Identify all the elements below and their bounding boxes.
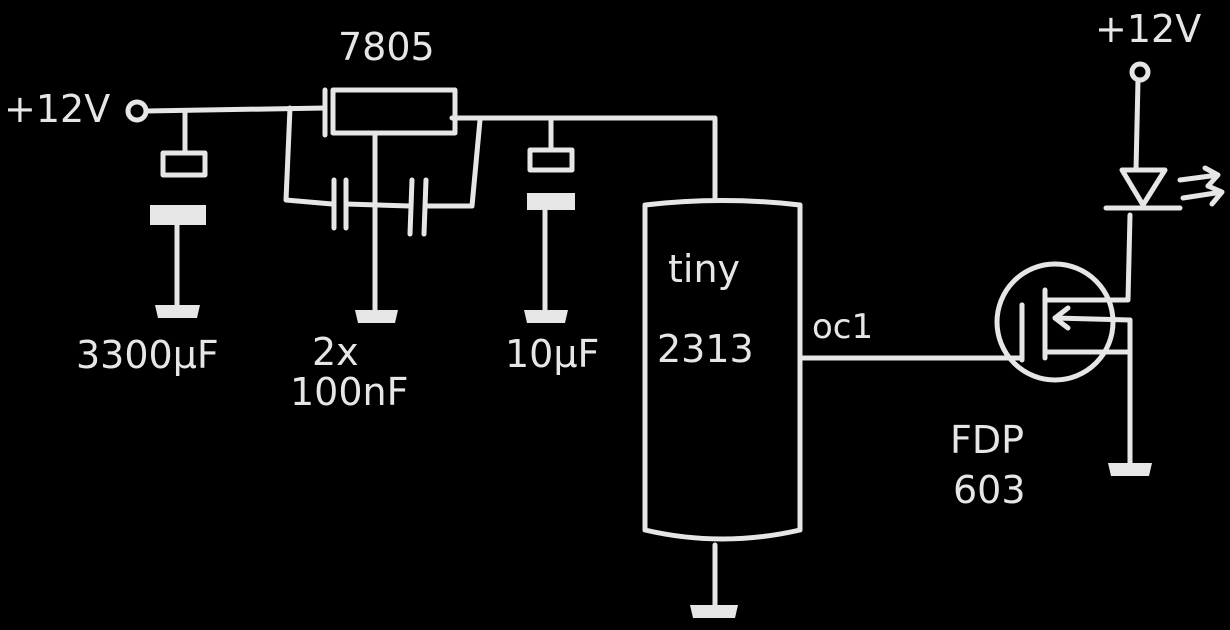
input-rail-wire bbox=[143, 105, 328, 114]
regulator-7805 bbox=[322, 87, 458, 323]
supply-left-terminal bbox=[125, 99, 149, 123]
output-cap-label: 10µF bbox=[505, 332, 599, 376]
bulk-cap-label: 3300µF bbox=[76, 333, 219, 377]
regulator-label: 7805 bbox=[338, 25, 435, 69]
bulk-capacitor bbox=[150, 108, 208, 318]
supply-right-label: +12V bbox=[1095, 7, 1201, 51]
ground-symbol bbox=[690, 605, 738, 618]
led-anode-wire bbox=[1133, 77, 1141, 173]
mosfet-fdp603 bbox=[994, 261, 1152, 476]
mcu-name-label: tiny bbox=[668, 247, 740, 291]
ground-symbol bbox=[355, 310, 398, 323]
light-arrow-icon bbox=[1177, 165, 1221, 189]
supply-right-terminal bbox=[1129, 61, 1151, 83]
ground-symbol bbox=[524, 310, 568, 323]
decoupling-count-label: 2x bbox=[312, 330, 359, 374]
microcontroller-tiny2313 bbox=[642, 198, 803, 618]
decoupling-capacitors bbox=[283, 105, 483, 237]
light-arrow-icon bbox=[1180, 183, 1225, 207]
ground-symbol bbox=[155, 305, 200, 318]
ground-symbol bbox=[1108, 463, 1152, 476]
mosfet-number-label: 603 bbox=[953, 468, 1026, 512]
mosfet-part-label: FDP bbox=[950, 418, 1024, 462]
decoupling-value-label: 100nF bbox=[290, 370, 408, 414]
led bbox=[1103, 165, 1225, 211]
supply-left-label: +12V bbox=[4, 87, 110, 131]
drain-wire bbox=[1059, 212, 1133, 303]
mcu-number-label: 2313 bbox=[657, 327, 754, 371]
mcu-pin-label: oc1 bbox=[812, 307, 873, 347]
output-rail-wire bbox=[449, 115, 718, 203]
output-capacitor bbox=[524, 115, 575, 323]
